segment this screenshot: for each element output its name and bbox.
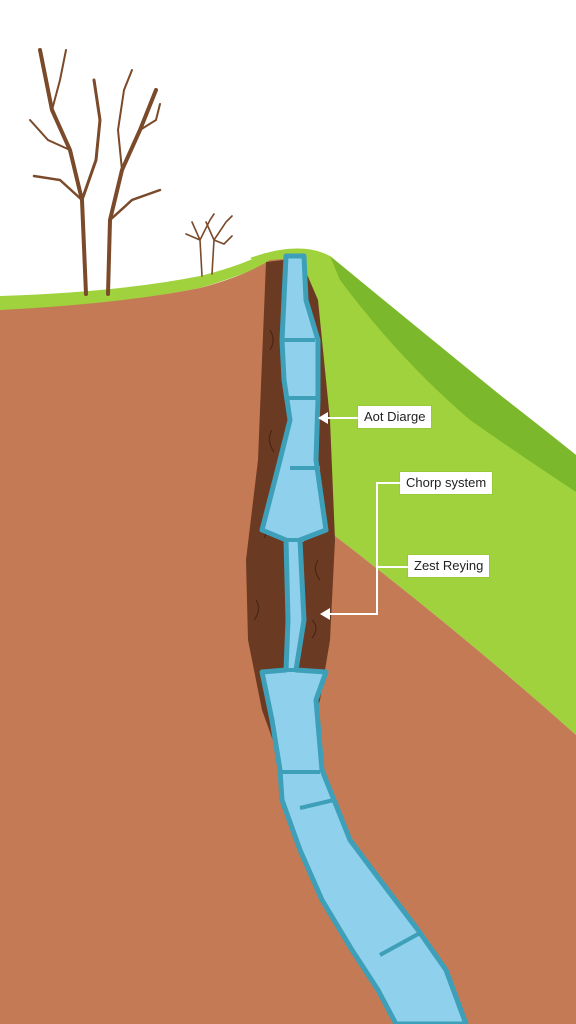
- arrow-heads: [318, 412, 330, 620]
- tree-small: [185, 213, 233, 277]
- arrow-head-bottom: [320, 608, 330, 620]
- arrow-head-top: [318, 412, 328, 424]
- label-top: Aot Diarge: [358, 406, 432, 428]
- tree-large: [29, 48, 162, 296]
- grass-slope-shade: [330, 256, 576, 492]
- grass-strip: [0, 253, 272, 312]
- channel-segments: [282, 338, 421, 957]
- label-bottom: Zest Reying: [408, 555, 490, 577]
- label-middle: Chorp system: [400, 472, 493, 494]
